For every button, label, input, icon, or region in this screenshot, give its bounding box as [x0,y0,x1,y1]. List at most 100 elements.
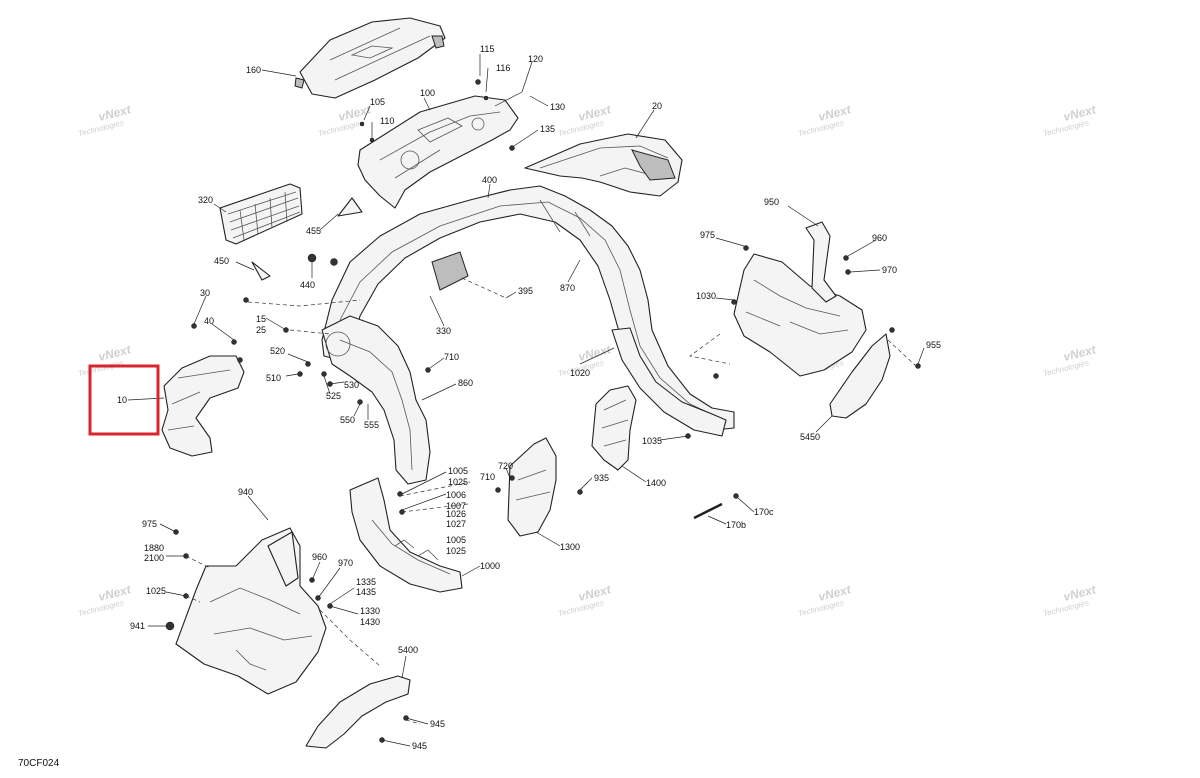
part-400-front-frame[interactable] [321,185,735,431]
callout-120[interactable]: 120 [528,54,543,64]
part-10-fender[interactable] [161,355,245,457]
part-450-plate[interactable] [251,261,271,281]
callout-1335[interactable]: 1335 [356,577,376,587]
callout-1025-low[interactable]: 1025 [446,546,466,556]
callout-400[interactable]: 400 [482,175,497,185]
callout-10[interactable]: 10 [117,395,127,405]
callout-320[interactable]: 320 [198,195,213,205]
callout-510[interactable]: 510 [266,373,281,383]
callout-870[interactable]: 870 [560,283,575,293]
callout-115[interactable]: 115 [480,44,494,54]
callout-1000[interactable]: 1000 [480,561,500,571]
callout-1025-left[interactable]: 1025 [146,586,166,596]
callout-170c[interactable]: 170c [754,507,774,517]
callout-550[interactable]: 550 [340,415,355,425]
part-1400-panel[interactable] [591,385,637,471]
callout-1006[interactable]: 1006 [446,490,466,500]
callout-25[interactable]: 25 [256,325,266,335]
callout-116[interactable]: 116 [496,63,510,73]
callout-975-left[interactable]: 975 [142,519,157,529]
callout-1007[interactable]: 1007 [446,501,466,511]
highlight-part-10[interactable]: 10 [88,364,160,436]
callout-160[interactable]: 160 [246,65,261,75]
part-860-pillar[interactable] [321,315,431,485]
callout-530[interactable]: 530 [344,380,359,390]
callout-1030[interactable]: 1030 [696,291,716,301]
callout-960-left[interactable]: 960 [312,552,327,562]
callout-1880[interactable]: 1880 [144,543,164,553]
callout-945-lower[interactable]: 945 [412,741,427,751]
part-1020-rail[interactable] [611,327,727,437]
part-160-top-cover[interactable] [294,17,446,99]
callout-450[interactable]: 450 [214,256,229,266]
callout-1025-top[interactable]: 1025 [448,477,468,487]
callout-135[interactable]: 135 [540,124,555,134]
callout-941[interactable]: 941 [130,621,145,631]
callout-30[interactable]: 30 [200,288,210,298]
callout-100[interactable]: 100 [420,88,435,98]
callout-130[interactable]: 130 [550,102,565,112]
callout-710-mid[interactable]: 710 [444,352,459,362]
callout-940[interactable]: 940 [238,487,253,497]
callout-5400[interactable]: 5400 [398,645,418,655]
callout-2100[interactable]: 2100 [144,553,164,563]
callout-layer: 160 115 116 120 130 100 105 110 135 20 3… [130,44,941,751]
callout-935[interactable]: 935 [594,473,609,483]
part-5450-guard[interactable] [829,333,891,419]
callout-945-upper[interactable]: 945 [430,719,445,729]
callout-1435[interactable]: 1435 [356,587,376,597]
callout-955[interactable]: 955 [926,340,941,350]
callout-455[interactable]: 455 [306,226,321,236]
callout-1400[interactable]: 1400 [646,478,666,488]
part-20-hood[interactable] [524,133,683,197]
assembly-lines [185,277,917,725]
callout-170b[interactable]: 170b [726,520,746,530]
callout-1026[interactable]: 1026 [446,509,466,519]
callout-960-right[interactable]: 960 [872,233,887,243]
callout-970-right[interactable]: 970 [882,265,897,275]
part-100-dashboard[interactable] [357,95,519,209]
callout-110[interactable]: 110 [380,116,394,126]
callout-1005-low[interactable]: 1005 [446,535,466,545]
part-1300-panel[interactable] [507,437,557,537]
callout-1027[interactable]: 1027 [446,519,466,529]
callout-105[interactable]: 105 [370,97,385,107]
callout-15[interactable]: 15 [256,314,266,324]
callout-1430[interactable]: 1430 [360,617,380,627]
callout-395[interactable]: 395 [518,286,533,296]
callout-40[interactable]: 40 [204,316,214,326]
callout-440[interactable]: 440 [300,280,315,290]
part-940-floor-tray[interactable] [175,527,327,695]
callout-1300[interactable]: 1300 [560,542,580,552]
callout-5450[interactable]: 5450 [800,432,820,442]
part-1000-rocker[interactable] [349,477,463,593]
callout-950[interactable]: 950 [764,197,779,207]
callout-1330[interactable]: 1330 [360,606,380,616]
callout-720[interactable]: 720 [498,461,513,471]
callout-975-right[interactable]: 975 [700,230,715,240]
part-950-floor-tray[interactable] [733,221,867,377]
part-455-plate[interactable] [337,197,363,217]
callout-20[interactable]: 20 [652,101,662,111]
callout-525[interactable]: 525 [326,391,341,401]
callout-710-low[interactable]: 710 [480,472,495,482]
callout-1020[interactable]: 1020 [570,368,590,378]
callout-1005-top[interactable]: 1005 [448,466,468,476]
part-320-grille[interactable] [219,183,303,245]
callout-520[interactable]: 520 [270,346,285,356]
callout-860[interactable]: 860 [458,378,473,388]
callout-1035[interactable]: 1035 [642,436,662,446]
callout-555[interactable]: 555 [364,420,379,430]
callout-330[interactable]: 330 [436,326,451,336]
callout-970-left[interactable]: 970 [338,558,353,568]
part-5400-guard[interactable] [305,675,411,749]
